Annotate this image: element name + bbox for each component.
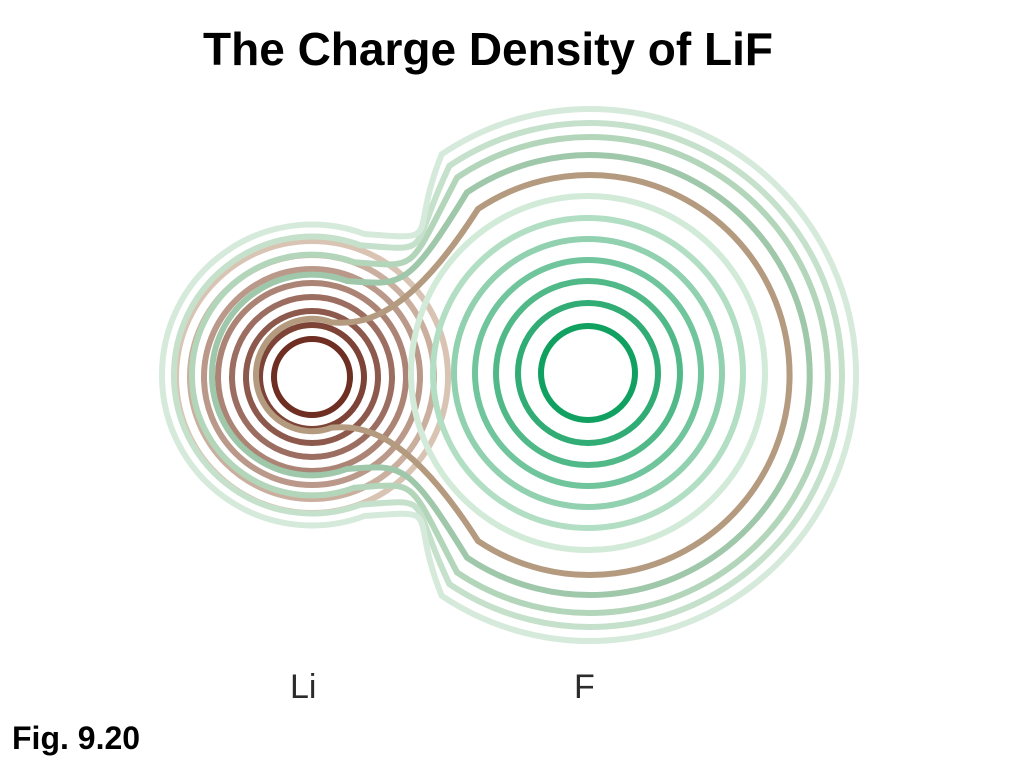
li-contour-1 [271, 336, 353, 418]
li-contour-6 [201, 266, 423, 488]
f-contour-3 [493, 278, 683, 468]
li-contour-5 [215, 280, 409, 474]
f-contour-1 [538, 323, 638, 423]
slide-title: The Charge Density of LiF [203, 23, 773, 75]
f-contour-2 [515, 300, 661, 446]
li-contour-3 [243, 308, 381, 446]
f-contour-group [408, 193, 768, 553]
li-atom-label: Li [290, 668, 317, 706]
shared-contour-5 [158, 106, 859, 644]
shared-contour-3 [188, 134, 831, 616]
f-contour-4 [472, 257, 704, 489]
shared-contour-1 [252, 172, 793, 578]
shared-contour-4 [170, 120, 845, 630]
li-contour-4 [229, 294, 395, 460]
figure-caption: Fig. 9.20 [12, 720, 141, 756]
f-contour-7 [408, 193, 768, 553]
f-contour-5 [451, 236, 725, 510]
f-contour-6 [430, 215, 746, 531]
shared-contour-2 [208, 152, 813, 598]
f-atom-label: F [574, 668, 595, 706]
shared-contour-group [158, 106, 859, 644]
